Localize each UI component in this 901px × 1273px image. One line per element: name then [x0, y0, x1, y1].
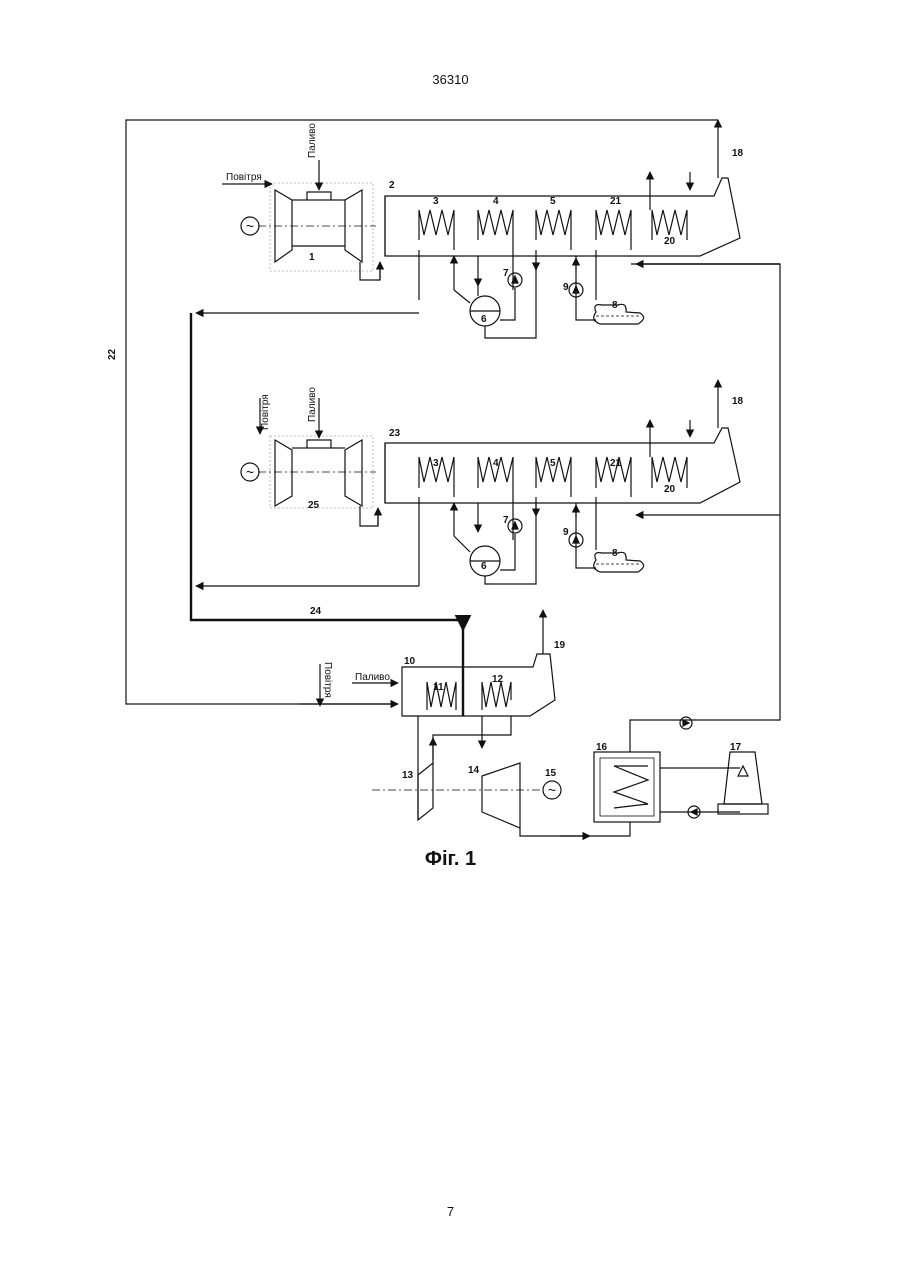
label-9b: 9 [563, 527, 569, 538]
label-18b: 18 [732, 396, 744, 407]
heat-exchanger-16 [594, 752, 660, 822]
label-4a: 4 [493, 196, 499, 207]
label-21b: 21 [610, 458, 622, 469]
label-13: 13 [402, 770, 414, 781]
label-15: 15 [545, 768, 557, 779]
label-7b: 7 [503, 515, 509, 526]
air-label-1: Повітря [226, 172, 262, 183]
label-7a: 7 [503, 268, 509, 279]
label-3b: 3 [433, 458, 439, 469]
label-8b: 8 [612, 548, 618, 559]
generator-1-symbol: ~ [246, 218, 254, 234]
generator-15-symbol: ~ [548, 782, 556, 798]
label-23: 23 [389, 428, 401, 439]
label-14: 14 [468, 765, 480, 776]
generator-25-symbol: ~ [246, 464, 254, 480]
label-24: 24 [310, 606, 322, 617]
label-12: 12 [492, 674, 504, 685]
label-19: 19 [554, 640, 566, 651]
label-20b: 20 [664, 484, 676, 495]
heat-recovery-boiler-23 [385, 380, 780, 586]
cooling-tower-17 [718, 752, 768, 814]
label-20a: 20 [664, 236, 676, 247]
label-25: 25 [308, 500, 320, 511]
fuel-label-2: Паливо [307, 387, 318, 422]
label-2: 2 [389, 180, 395, 191]
label-6b: 6 [481, 561, 487, 572]
interconnecting-piping [126, 120, 780, 818]
air-label-2: Повітря [260, 394, 271, 430]
label-16: 16 [596, 742, 608, 753]
fuel-label-3: Паливо [355, 672, 390, 683]
label-1: 1 [309, 252, 315, 263]
label-5a: 5 [550, 196, 556, 207]
label-11: 11 [433, 682, 444, 693]
label-8a: 8 [612, 300, 618, 311]
heat-recovery-boiler-1 [385, 120, 780, 338]
label-22: 22 [107, 348, 118, 360]
label-3a: 3 [433, 196, 439, 207]
label-21a: 21 [610, 196, 622, 207]
label-10: 10 [404, 656, 416, 667]
air-label-3: Повітря [322, 662, 333, 698]
label-6a: 6 [481, 314, 487, 325]
fired-boiler-10 [320, 610, 555, 716]
fuel-label-1: Паливо [307, 123, 318, 158]
label-4b: 4 [493, 458, 499, 469]
label-18a: 18 [732, 148, 744, 159]
label-17: 17 [730, 742, 742, 753]
label-5b: 5 [550, 458, 556, 469]
label-9a: 9 [563, 282, 569, 293]
